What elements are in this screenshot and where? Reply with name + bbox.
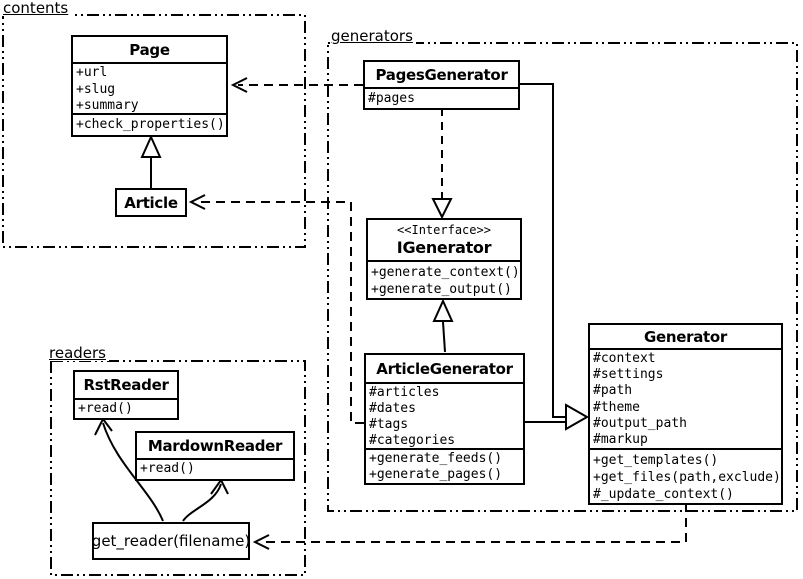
class-article-title: Article bbox=[124, 193, 178, 212]
attribute: #categories bbox=[369, 433, 456, 448]
class-generator-attributes: #context #settings #path #theme #output_… bbox=[590, 348, 781, 448]
method: +generate_feeds() bbox=[369, 451, 503, 466]
realization-pagesgenerator-to-igenerator bbox=[431, 108, 453, 220]
class-igenerator-header: <<Interface>> IGenerator bbox=[368, 220, 520, 260]
method: +generate_context() bbox=[371, 265, 520, 280]
class-pagesgenerator: PagesGenerator #pages bbox=[363, 60, 520, 110]
class-articlegenerator: ArticleGenerator #articles #dates #tags … bbox=[364, 353, 525, 485]
class-rstreader-title: RstReader bbox=[83, 376, 169, 394]
class-generator-title: Generator bbox=[643, 327, 728, 346]
method: +read() bbox=[78, 401, 133, 416]
class-igenerator-methods: +generate_context() +generate_output() bbox=[368, 260, 520, 298]
package-contents-border bbox=[2, 14, 306, 248]
method: +get_files(path,exclude) bbox=[593, 470, 781, 485]
class-pagesgenerator-title: PagesGenerator bbox=[375, 65, 508, 84]
attribute: #pages bbox=[368, 91, 415, 106]
method: +get_templates() bbox=[593, 453, 719, 468]
package-label-generators: generators bbox=[330, 29, 416, 44]
class-page-methods: +check_properties() bbox=[73, 113, 226, 135]
method: #_update_context() bbox=[593, 487, 734, 502]
inheritance-article-to-page bbox=[140, 134, 162, 189]
attribute: #articles bbox=[369, 385, 440, 400]
attribute: #tags bbox=[369, 417, 409, 432]
class-generator: Generator #context #settings #path #them… bbox=[588, 323, 783, 505]
class-pagesgenerator-attributes: #pages bbox=[365, 87, 518, 108]
class-articlegenerator-methods: +generate_feeds() +generate_pages() bbox=[366, 448, 523, 483]
class-rstreader: RstReader +read() bbox=[73, 370, 179, 420]
package-generators-border bbox=[327, 42, 798, 512]
package-label-readers: readers bbox=[48, 346, 109, 361]
method: +generate_output() bbox=[371, 282, 512, 297]
attribute: #dates bbox=[369, 401, 416, 416]
class-articlegenerator-attributes: #articles #dates #tags #categories bbox=[366, 382, 523, 448]
get-reader-node: get_reader(filename) bbox=[92, 522, 250, 560]
class-page: Page +url +slug +summary +check_properti… bbox=[71, 35, 228, 137]
dependency-pagesgenerator-to-page bbox=[230, 77, 363, 93]
method: +read() bbox=[140, 461, 195, 476]
class-igenerator: <<Interface>> IGenerator +generate_conte… bbox=[366, 218, 522, 300]
package-readers-border bbox=[50, 360, 306, 576]
attribute: #context bbox=[593, 351, 656, 366]
class-igenerator-title: IGenerator bbox=[396, 237, 492, 257]
dependency-generator-to-getreader bbox=[252, 503, 687, 550]
attribute: #output_path bbox=[593, 415, 687, 431]
attribute: #path bbox=[593, 383, 633, 399]
class-article: Article bbox=[115, 188, 187, 217]
class-mardownreader-title: MardownReader bbox=[147, 436, 283, 455]
package-label-contents: contents bbox=[2, 1, 72, 16]
attribute: #markup bbox=[593, 432, 648, 448]
method: +generate_pages() bbox=[369, 467, 503, 482]
attribute: +url bbox=[76, 65, 108, 80]
class-page-attributes: +url +slug +summary bbox=[73, 62, 226, 113]
attribute: #settings bbox=[593, 367, 664, 383]
class-page-title: Page bbox=[129, 40, 170, 59]
class-mardownreader-methods: +read() bbox=[137, 458, 293, 479]
class-igenerator-stereotype: <<Interface>> bbox=[397, 223, 491, 237]
inheritance-generators-to-generator bbox=[520, 83, 590, 431]
attribute: #theme bbox=[593, 399, 640, 415]
method: +check_properties() bbox=[76, 117, 225, 132]
class-articlegenerator-title: ArticleGenerator bbox=[376, 359, 513, 378]
class-generator-methods: +get_templates() +get_files(path,exclude… bbox=[590, 448, 781, 503]
class-mardownreader: MardownReader +read() bbox=[135, 431, 295, 481]
inheritance-articlegenerator-to-igenerator bbox=[432, 298, 454, 353]
attribute: +slug bbox=[76, 81, 116, 97]
attribute: +summary bbox=[76, 98, 139, 113]
class-rstreader-methods: +read() bbox=[75, 398, 177, 418]
arrow-getreader-to-mardownreader bbox=[182, 478, 229, 522]
dependency-articlegenerator-to-article bbox=[188, 194, 364, 424]
